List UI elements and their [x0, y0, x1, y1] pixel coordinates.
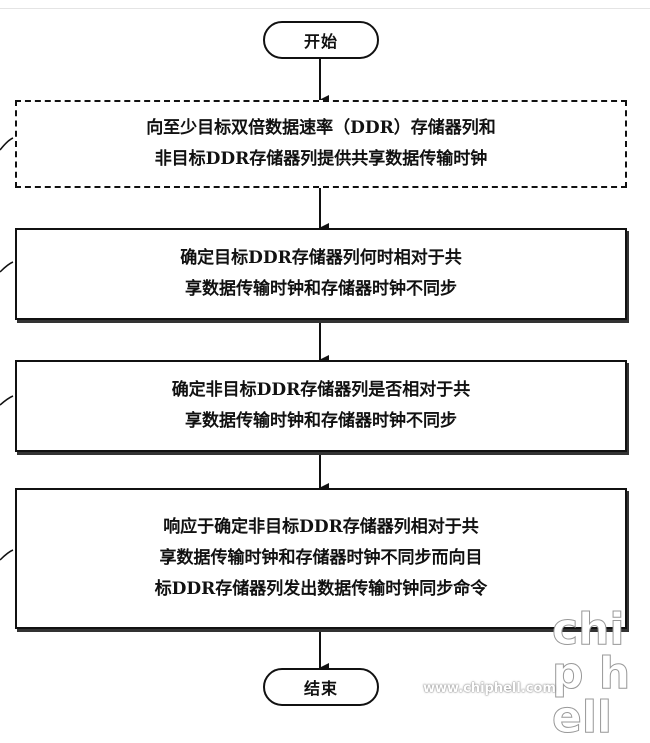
flow-step-2-line-1: 确定目标DDR存储器列何时相对于共 — [180, 248, 462, 268]
reference-lead-3 — [0, 395, 14, 406]
top-divider — [0, 8, 650, 9]
end-terminal: 结束 — [263, 668, 379, 706]
flow-step-3-line-1: 确定非目标DDR存储器列是否相对于共 — [171, 380, 471, 400]
flow-step-2-line-2: 享数据传输时钟和存储器时钟不同步 — [185, 279, 457, 299]
flow-step-4: 响应于确定非目标DDR存储器列相对于共 享数据传输时钟和存储器时钟不同步而向目 … — [15, 488, 627, 629]
flow-step-2: 确定目标DDR存储器列何时相对于共 享数据传输时钟和存储器时钟不同步 — [15, 228, 627, 320]
reference-lead-4 — [0, 549, 14, 561]
flow-step-1-line-1: 向至少目标双倍数据速率（DDR）存储器列和 — [146, 118, 496, 138]
flow-step-1: 向至少目标双倍数据速率（DDR）存储器列和 非目标DDR存储器列提供共享数据传输… — [15, 100, 627, 188]
flow-step-4-line-1: 响应于确定非目标DDR存储器列相对于共 — [163, 517, 479, 537]
watermark-url: www.chiphell.com — [423, 681, 556, 696]
watermark-logo: chip hell — [552, 604, 632, 743]
end-label: 结束 — [303, 679, 338, 698]
flow-step-3-line-2: 享数据传输时钟和存储器时钟不同步 — [185, 411, 457, 431]
flow-connectors — [0, 59, 329, 673]
flow-step-4-line-2: 享数据传输时钟和存储器时钟不同步而向目 — [159, 548, 483, 568]
flow-step-4-line-3: 标DDR存储器列发出数据传输时钟同步命令 — [154, 579, 488, 599]
watermark-logo-text: chip hell — [552, 604, 631, 743]
flow-step-1-line-2: 非目标DDR存储器列提供共享数据传输时钟 — [154, 149, 488, 169]
reference-lead-2 — [0, 261, 14, 273]
start-label: 开始 — [303, 32, 338, 51]
start-terminal: 开始 — [263, 21, 379, 59]
reference-lead-1 — [0, 137, 14, 151]
flow-step-3: 确定非目标DDR存储器列是否相对于共 享数据传输时钟和存储器时钟不同步 — [15, 360, 627, 452]
